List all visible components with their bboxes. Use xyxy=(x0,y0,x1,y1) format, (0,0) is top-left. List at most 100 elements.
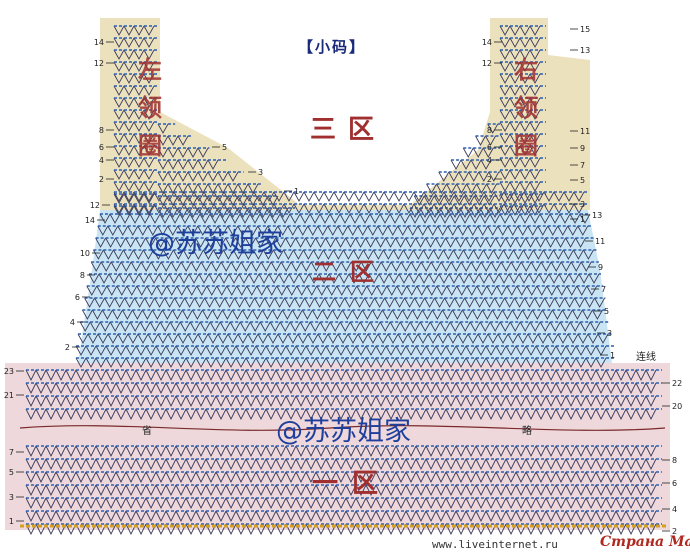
collar-label-char: 左 xyxy=(138,56,162,84)
neck-row-right xyxy=(475,135,500,146)
collar-label-char: 领 xyxy=(138,94,162,122)
neck-row-right xyxy=(426,183,500,194)
strap-row-left xyxy=(113,145,158,156)
row-number: 7 xyxy=(601,285,606,294)
left-collar-label: 左领圈 xyxy=(138,56,162,160)
strap-row-right xyxy=(499,157,546,168)
strap-row-right xyxy=(499,73,546,84)
neck-row-right xyxy=(487,123,500,134)
row-number: 7 xyxy=(9,448,14,457)
row-number: 23 xyxy=(4,367,14,376)
row-number: 8 xyxy=(80,271,85,280)
strap-row-right xyxy=(499,109,546,120)
row-number: 3 xyxy=(9,493,14,502)
strap-row-right xyxy=(499,145,546,156)
row-number: 2 xyxy=(487,175,492,184)
neck-row-right xyxy=(450,159,500,170)
row-number: 4 xyxy=(487,156,492,165)
row-number: 11 xyxy=(580,127,590,136)
strap-row-left xyxy=(113,97,158,108)
zone2-row xyxy=(95,237,595,248)
zone2-row xyxy=(99,213,591,224)
neck-row-left xyxy=(157,135,193,146)
zone1-row xyxy=(25,510,662,523)
strap-row-left xyxy=(113,85,158,96)
neck-row-left xyxy=(157,159,227,170)
row-number: 4 xyxy=(70,318,75,327)
zone2-row xyxy=(84,297,606,308)
join-note: 连线 xyxy=(636,350,656,363)
zone2-row xyxy=(90,261,599,272)
strap-row-left xyxy=(113,25,158,36)
body-row xyxy=(113,203,588,214)
row-number: 22 xyxy=(672,379,682,388)
row-number: 2 xyxy=(99,175,104,184)
row-number: 1 xyxy=(610,351,615,360)
row-number: 2 xyxy=(65,343,70,352)
zone3-label: 三区 xyxy=(310,115,386,145)
row-number: 13 xyxy=(592,211,602,220)
omit-divider xyxy=(19,425,666,431)
neck-row-right xyxy=(462,147,500,158)
zone2-row xyxy=(75,357,614,368)
row-number: 21 xyxy=(4,391,14,400)
zone1-row xyxy=(25,471,662,484)
row-number: 2 xyxy=(672,527,677,536)
zone2-row xyxy=(79,321,610,332)
row-number: 5 xyxy=(222,143,227,152)
row-number: 8 xyxy=(99,126,104,135)
zone1-row xyxy=(25,523,662,536)
row-number: 6 xyxy=(672,479,677,488)
stitch-rows xyxy=(20,25,668,536)
row-number: 1 xyxy=(9,517,14,526)
strap-row-left xyxy=(113,157,158,168)
zone2-row xyxy=(77,333,612,344)
row-number: 9 xyxy=(580,144,585,153)
row-number: 9 xyxy=(598,263,603,272)
strap-row-right xyxy=(499,61,546,72)
strap-row-left xyxy=(113,193,158,204)
row-number: 3 xyxy=(258,168,263,177)
zone1-row xyxy=(25,458,662,471)
row-number: 3 xyxy=(607,329,612,338)
strap-row-left xyxy=(113,61,158,72)
collar-label-char: 圈 xyxy=(514,132,538,160)
watermark-upper: @苏苏姐家 xyxy=(148,228,283,259)
omit-label-right: 略 xyxy=(522,424,532,437)
strap-row-left xyxy=(113,73,158,84)
row-number: 12 xyxy=(90,201,100,210)
neck-row-right xyxy=(438,171,500,182)
zone2-row xyxy=(86,285,604,296)
row-number: 11 xyxy=(595,237,605,246)
strap-row-right xyxy=(499,37,546,48)
row-number: 15 xyxy=(580,25,590,34)
row-number: 14 xyxy=(85,216,95,225)
zone2-row xyxy=(82,309,608,320)
strap-row-left xyxy=(113,109,158,120)
neck-row-left xyxy=(157,207,296,218)
strap-row-left xyxy=(113,121,158,132)
strap-row-right xyxy=(499,169,546,180)
row-number: 8 xyxy=(487,126,492,135)
strap-row-left xyxy=(113,37,158,48)
zone1-row xyxy=(25,408,662,421)
strap-row-left xyxy=(113,133,158,144)
row-numbers: 1412864253115131197531141286421214108642… xyxy=(4,25,682,536)
strap-row-right xyxy=(499,181,546,192)
neck-row-left xyxy=(157,171,244,182)
zone1-row xyxy=(25,445,662,458)
row-number: 6 xyxy=(99,143,104,152)
row-number: 1 xyxy=(580,215,585,224)
row-number: 12 xyxy=(94,59,104,68)
row-number: 7 xyxy=(580,161,585,170)
right-collar-label: 右领圈 xyxy=(514,56,538,160)
neck-row-left xyxy=(157,123,176,134)
zone1-row xyxy=(25,369,662,382)
row-number: 13 xyxy=(580,46,590,55)
row-number: 10 xyxy=(80,249,90,258)
strap-row-right xyxy=(499,97,546,108)
strap-row-right xyxy=(499,49,546,60)
strap-row-left xyxy=(113,49,158,60)
row-number: 5 xyxy=(580,176,585,185)
